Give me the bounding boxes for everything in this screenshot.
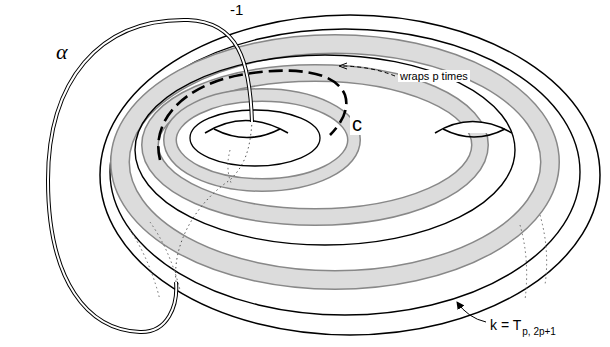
annotation: wraps p times <box>398 70 470 82</box>
curve-label: c <box>350 113 364 135</box>
knot-subscript: p, 2p+1 <box>522 326 556 337</box>
curve-label: α <box>56 40 68 64</box>
knot-label: k = T <box>490 318 521 333</box>
surgery-coefficient: -1 <box>230 2 243 19</box>
